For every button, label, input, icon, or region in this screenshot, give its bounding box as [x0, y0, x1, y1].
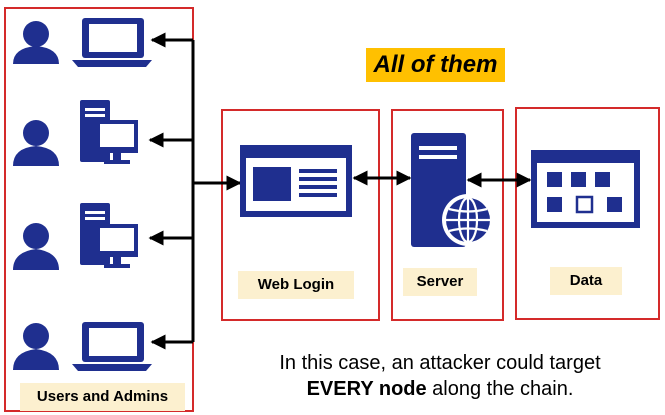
web-login-box	[221, 109, 380, 321]
caption-emphasis: EVERY node	[306, 378, 427, 400]
headline: All of them	[366, 48, 505, 82]
person-icon	[13, 21, 59, 64]
desktop-computer-icon	[80, 100, 138, 164]
data-box	[515, 107, 660, 320]
person-icon	[13, 120, 59, 166]
caption-line-1: In this case, an attacker could target	[279, 352, 601, 374]
users-label: Users and Admins	[20, 383, 185, 411]
web-login-label: Web Login	[238, 271, 354, 299]
desktop-computer-icon	[80, 203, 138, 268]
caption: In this case, an attacker could target E…	[230, 350, 650, 402]
caption-line-2-rest: along the chain.	[426, 378, 574, 400]
laptop-icon	[72, 18, 152, 67]
laptop-icon	[72, 322, 152, 371]
person-icon	[13, 223, 59, 270]
web-page-icon	[240, 145, 352, 217]
globe-icon	[442, 194, 494, 246]
data-label: Data	[550, 267, 622, 295]
caption-line-2: EVERY node along the chain.	[230, 376, 650, 402]
server-label: Server	[403, 268, 477, 296]
user-connectors	[148, 32, 242, 350]
database-grid-icon	[531, 150, 640, 228]
person-icon	[13, 323, 59, 370]
server-box	[391, 109, 504, 321]
